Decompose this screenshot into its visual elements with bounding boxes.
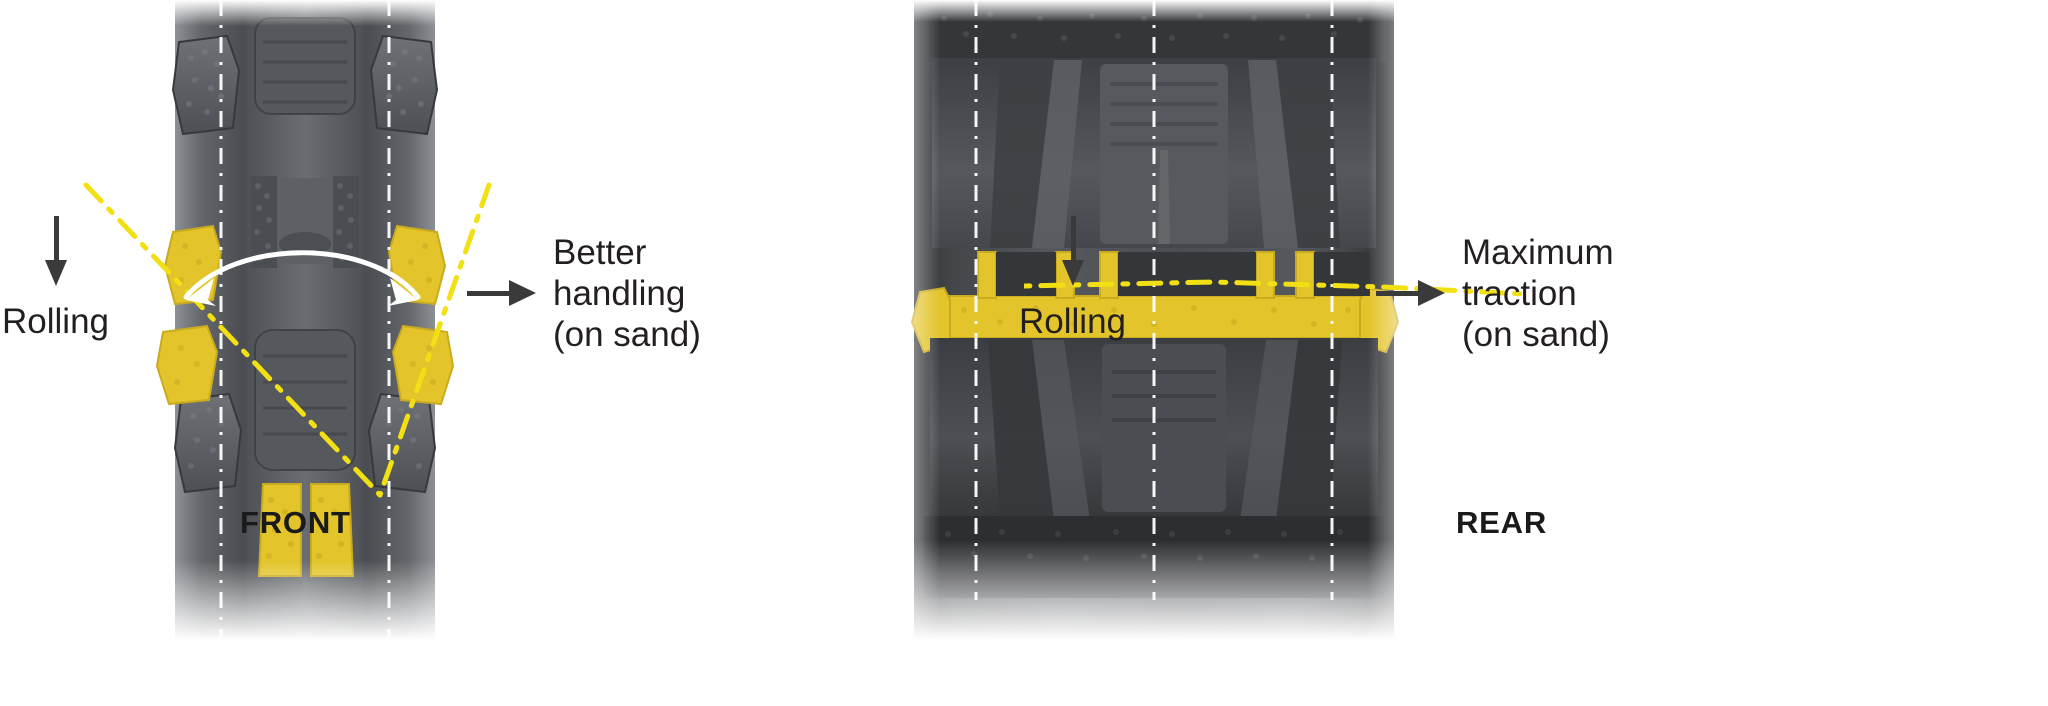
rear-tire-svg <box>904 0 1404 640</box>
front-benefit-line-1: Better <box>553 233 647 272</box>
front-highlight-center-block <box>257 483 355 577</box>
rear-guide-line <box>974 0 1334 600</box>
panel-front: Rolling Better handling (on sand) FRONT <box>2 0 701 640</box>
arrow-down-icon <box>39 216 73 290</box>
panel-rear: Rolling Maximum traction (on sand) REAR <box>904 0 2048 706</box>
rear-benefit-line-3: (on sand) <box>1462 314 1610 354</box>
rear-caption: REAR <box>1456 505 1548 540</box>
rear-rolling-label: Rolling <box>1019 302 1126 341</box>
front-benefit-line-3: (on sand) <box>553 314 701 354</box>
front-tire-illustration <box>155 0 455 640</box>
arrow-right-icon <box>1376 277 1446 311</box>
rear-benefit-label: Maximum traction (on sand) <box>1462 233 1614 356</box>
rear-benefit-annotation: Maximum traction (on sand) <box>1376 233 1614 356</box>
rear-benefit-line-2: traction <box>1462 273 1577 313</box>
front-rolling-label: Rolling <box>2 302 109 341</box>
front-guide-line <box>219 0 391 640</box>
rear-benefit-line-1: Maximum <box>1462 233 1614 272</box>
front-caption: FRONT <box>240 505 351 540</box>
arrow-down-icon <box>1056 216 1090 290</box>
front-benefit-line-2: handling <box>553 273 686 313</box>
front-benefit-annotation: Better handling (on sand) <box>467 233 701 356</box>
arrow-right-icon <box>467 277 537 311</box>
front-benefit-label: Better handling (on sand) <box>553 233 701 356</box>
rear-rolling-annotation: Rolling <box>1019 216 1126 339</box>
front-tire-svg <box>155 0 455 640</box>
front-rolling-annotation: Rolling <box>2 216 109 339</box>
rear-tire-illustration <box>904 0 1404 640</box>
